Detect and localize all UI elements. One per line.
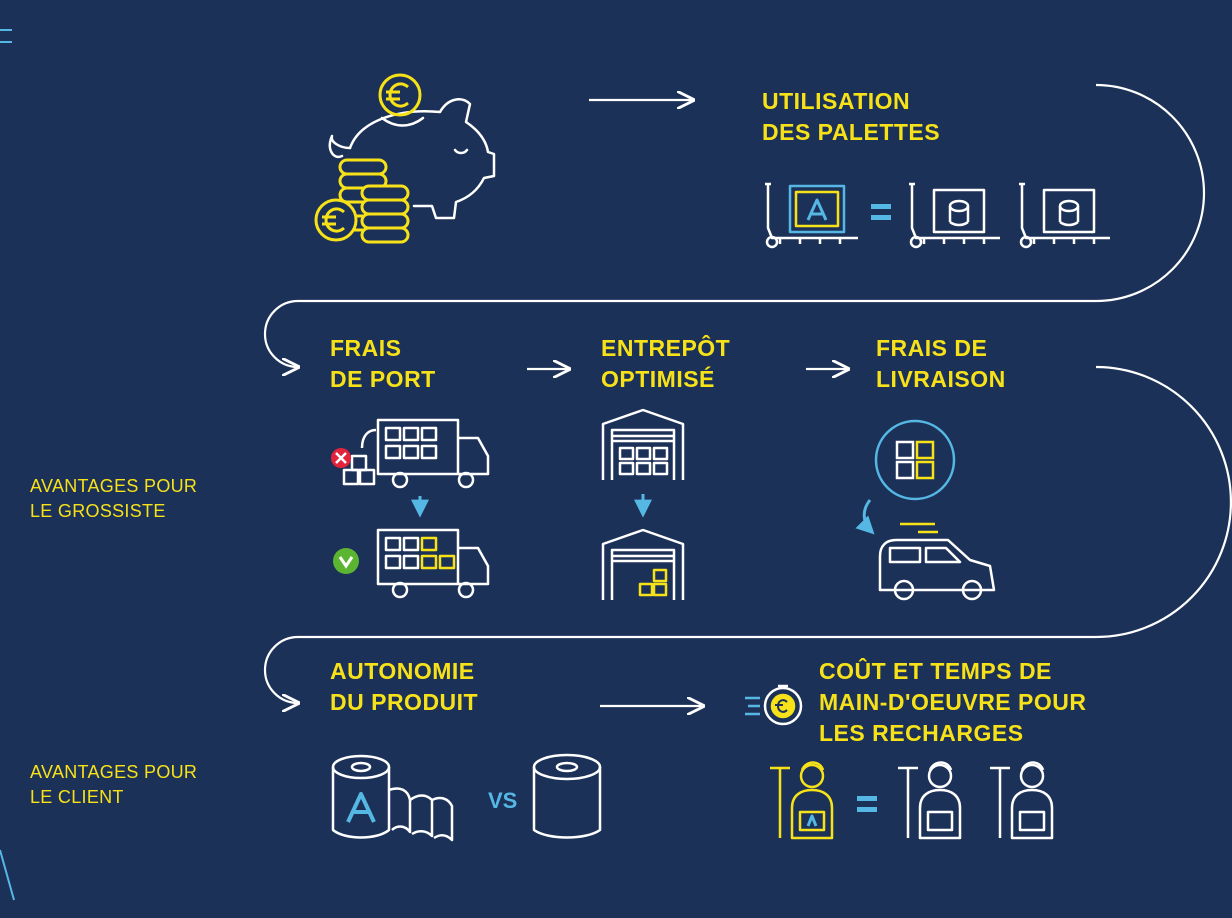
step-title-pallets: UTILISATION DES PALETTES — [762, 88, 941, 145]
step-title-warehouse: ENTREPÔT OPTIMISÉ — [601, 335, 731, 392]
toilet-roll-icon — [532, 753, 602, 839]
cleaner-icon — [770, 761, 834, 840]
euro-coin-icon — [378, 73, 422, 117]
van-icon — [878, 522, 996, 601]
flow-path — [263, 83, 1232, 703]
equals-sign — [871, 204, 891, 220]
edge-decoration — [0, 29, 15, 901]
equals-sign — [857, 796, 877, 812]
pallet-jack-icon — [765, 182, 858, 249]
step-title-autonomy: AUTONOMIE DU PRODUIT — [330, 658, 479, 715]
step-title-delivery: FRAIS DE LIVRAISON — [876, 335, 1006, 392]
coin-stacks-icon — [314, 158, 410, 244]
toilet-roll-icon — [331, 754, 454, 842]
check-icon — [333, 548, 359, 574]
boxes-icon — [874, 419, 956, 501]
truck-icon — [342, 418, 490, 489]
pallet-jack-icon — [909, 182, 1000, 249]
truck-icon — [376, 528, 490, 599]
side-label-wholesaler: AVANTAGES POUR LE GROSSISTE — [30, 476, 198, 521]
cleaner-icon — [898, 761, 962, 840]
step-arrows — [527, 100, 848, 706]
cross-icon — [331, 448, 351, 468]
vs-label: VS — [488, 788, 518, 813]
step-title-shipping: FRAIS DE PORT — [330, 335, 436, 392]
curved-arrow — [855, 499, 875, 535]
piggy-bank-icon — [328, 98, 496, 220]
side-label-client: AVANTAGES POUR LE CLIENT — [30, 762, 198, 807]
stopwatch-icon — [745, 684, 803, 726]
warehouse-icon — [601, 408, 685, 480]
pallet-jack-icon — [1019, 182, 1110, 249]
warehouse-icon — [601, 528, 685, 600]
cleaner-icon — [990, 761, 1054, 840]
step-title-labor: COÛT ET TEMPS DE MAIN-D'OEUVRE POUR LES … — [819, 658, 1087, 746]
